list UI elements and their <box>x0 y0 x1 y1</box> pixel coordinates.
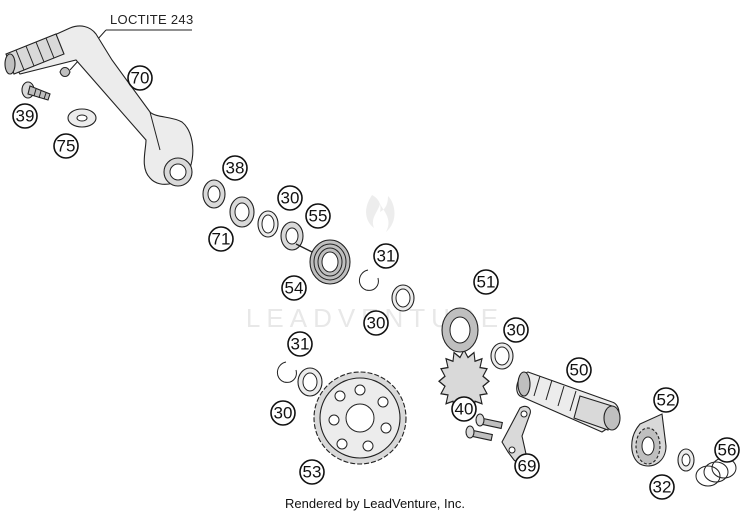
callout-51: 51 <box>473 269 499 295</box>
svg-text:53: 53 <box>303 463 322 482</box>
callout-55: 55 <box>305 203 331 229</box>
watermark-flame-icon <box>366 195 395 232</box>
svg-text:56: 56 <box>718 441 737 460</box>
callout-50: 50 <box>566 357 592 383</box>
shim-part-32 <box>677 448 695 472</box>
circlip-part-31-upper <box>359 269 379 291</box>
svg-text:30: 30 <box>367 314 386 333</box>
shim-part-30-lower <box>297 367 323 397</box>
svg-text:31: 31 <box>291 335 310 354</box>
loctite-note: LOCTITE 243 <box>69 12 194 71</box>
svg-text:70: 70 <box>131 69 150 88</box>
gear-part-51 <box>438 307 490 414</box>
circlip-part-31-lower <box>277 361 297 383</box>
callout-30: 30 <box>277 185 303 211</box>
gear-part-53 <box>313 371 407 465</box>
seal-ring-part-71 <box>229 196 255 228</box>
shim-part-30-mid <box>391 284 415 312</box>
callout-30: 30 <box>270 400 296 426</box>
callout-52: 52 <box>653 387 679 413</box>
svg-text:31: 31 <box>377 247 396 266</box>
callout-31: 31 <box>373 243 399 269</box>
svg-text:39: 39 <box>16 107 35 126</box>
svg-text:69: 69 <box>518 457 537 476</box>
svg-text:71: 71 <box>212 230 231 249</box>
svg-text:38: 38 <box>226 159 245 178</box>
callout-40: 40 <box>451 396 477 422</box>
callout-39: 39 <box>12 103 38 129</box>
shaft-part-50 <box>516 371 621 433</box>
ratchet-gear-part-52 <box>631 413 667 467</box>
svg-text:30: 30 <box>281 189 300 208</box>
svg-text:50: 50 <box>570 361 589 380</box>
screw-part-39 <box>21 81 51 101</box>
bushing-part-38 <box>202 179 226 209</box>
svg-text:30: 30 <box>507 321 526 340</box>
footer-credit: Rendered by LeadVenture, Inc. <box>285 496 465 511</box>
callout-38: 38 <box>222 155 248 181</box>
callout-32: 32 <box>649 474 675 500</box>
svg-text:40: 40 <box>455 400 474 419</box>
shim-part-30-right <box>490 342 514 370</box>
sleeve-part-55 <box>280 221 304 251</box>
shim-part-30-upper <box>257 210 279 238</box>
callout-53: 53 <box>299 459 325 485</box>
svg-text:55: 55 <box>309 207 328 226</box>
callout-56: 56 <box>714 437 740 463</box>
svg-text:75: 75 <box>57 137 76 156</box>
callout-31: 31 <box>287 331 313 357</box>
loctite-label: LOCTITE 243 <box>110 12 194 27</box>
callout-71: 71 <box>208 226 234 252</box>
svg-text:30: 30 <box>274 404 293 423</box>
svg-text:32: 32 <box>653 478 672 497</box>
callout-70: 70 <box>127 65 153 91</box>
callout-30: 30 <box>363 310 389 336</box>
callout-69: 69 <box>514 453 540 479</box>
screws-part-40 <box>465 413 504 442</box>
kick-starter-lever <box>4 25 194 187</box>
svg-text:54: 54 <box>285 279 304 298</box>
washer-part-75 <box>67 108 97 128</box>
callout-54: 54 <box>281 275 307 301</box>
svg-text:52: 52 <box>657 391 676 410</box>
callout-75: 75 <box>53 133 79 159</box>
svg-text:51: 51 <box>477 273 496 292</box>
callout-30: 30 <box>503 317 529 343</box>
spring-part-54 <box>295 239 351 285</box>
